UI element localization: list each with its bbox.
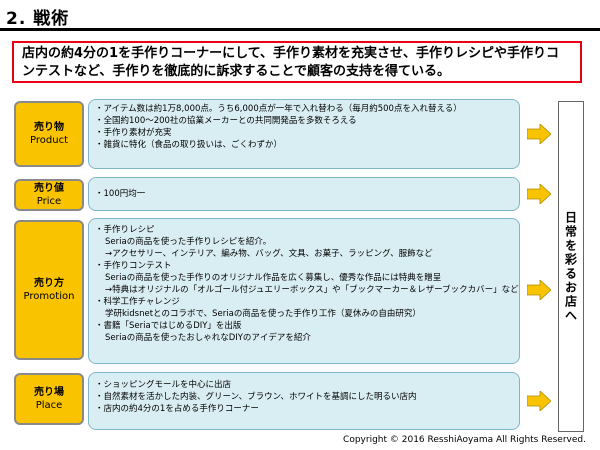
copyright-text: Copyright © 2016 ResshiAoyama All Rights…: [343, 435, 586, 445]
product-line: ・アイテム数は約1万8,000点。うち6,000点が一年で入れ替わる（毎月約50…: [95, 104, 462, 114]
label-place: 売り場 Place: [14, 373, 84, 425]
title-divider: [0, 28, 600, 31]
body-product: ・アイテム数は約1万8,000点。うち6,000点が一年で入れ替わる（毎月約50…: [88, 99, 520, 169]
promotion-line: Seriaの商品を使った手作りレシピを紹介。: [105, 237, 272, 247]
promotion-line: ・手作りコンテスト: [95, 261, 172, 271]
label-promotion-jp: 売り方: [34, 278, 64, 289]
label-product: 売り物 Product: [14, 101, 84, 167]
promotion-line: ・科学工作チャレンジ: [95, 297, 180, 307]
promotion-line: →アクセサリー、インテリア、編み物、バッグ、文具、お菓子、ラッピング、服飾など: [105, 249, 433, 259]
arrow-right-icon: [527, 184, 551, 204]
label-product-en: Product: [30, 135, 68, 146]
arrow-right-icon: [527, 280, 551, 300]
body-place: ・ショッピングモールを中心に出店 ・自然素材を活かした内装、グリーン、ブラウン、…: [88, 372, 520, 430]
place-line: ・ショッピングモールを中心に出店: [95, 380, 232, 390]
label-price: 売り値 Price: [14, 179, 84, 211]
arrow-right-icon: [527, 391, 551, 411]
promotion-line: →特典はオリジナルの「オルゴール付ジュエリーボックス」や「ブックマーカー＆レザー…: [105, 285, 519, 295]
promotion-line: Seriaの商品を使った手作りのオリジナル作品を広く募集し、優秀な作品には特典を…: [105, 273, 442, 283]
product-line: ・雑貨に特化（食品の取り扱いは、ごくわずか）: [95, 140, 283, 150]
label-price-jp: 売り値: [34, 183, 64, 194]
label-product-jp: 売り物: [34, 122, 64, 133]
body-price: ・100円均一: [88, 177, 520, 211]
promotion-line: ・手作りレシピ: [95, 225, 155, 235]
promotion-line: Seriaの商品を使ったおしゃれなDIYのアイデアを紹介: [105, 333, 311, 343]
label-price-en: Price: [36, 196, 62, 207]
arrow-right-icon: [527, 124, 551, 144]
label-promotion: 売り方 Promotion: [14, 220, 84, 360]
label-promotion-en: Promotion: [23, 291, 75, 302]
product-line: ・全国約100～200社の協業メーカーとの共同開発品を多数そろえる: [95, 116, 357, 126]
place-line: ・自然素材を活かした内装、グリーン、ブラウン、ホワイトを基調にした明るい店内: [95, 392, 417, 402]
price-line: ・100円均一: [95, 189, 146, 199]
body-promotion: ・手作りレシピ Seriaの商品を使った手作りレシピを紹介。 →アクセサリー、イ…: [88, 218, 520, 364]
label-place-en: Place: [35, 400, 63, 411]
place-line: ・店内の約4分の1を占める手作りコーナー: [95, 404, 259, 414]
headline-box: 店内の約4分の1を手作りコーナーにして、手作り素材を充実させ、手作りレシピや手作…: [12, 41, 582, 83]
product-line: ・手作り素材が充実: [95, 128, 172, 138]
promotion-line: 学研kidsnetとのコラボで、Seriaの商品を使った手作り工作（夏休みの自由…: [105, 309, 421, 319]
goal-side-box: 日常を彩るお店へ: [558, 101, 584, 432]
label-place-jp: 売り場: [34, 387, 64, 398]
page-title: 2. 戦術: [6, 9, 70, 29]
promotion-line: ・書籍「SeriaではじめるDIY」を出版: [95, 321, 242, 331]
